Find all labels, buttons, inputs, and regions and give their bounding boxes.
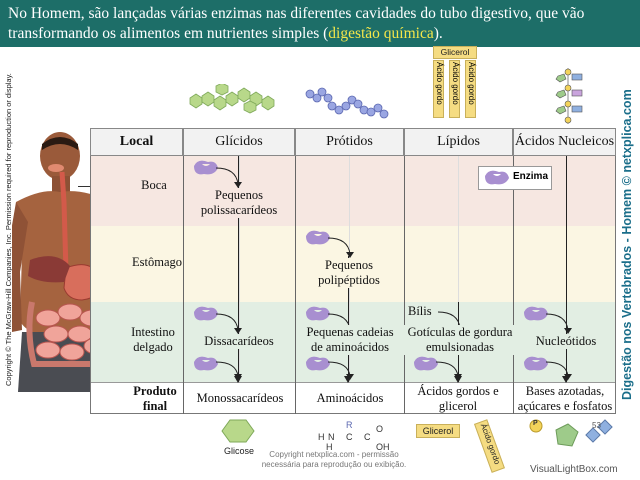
curved-arrow <box>215 361 242 380</box>
grid-line <box>458 156 459 382</box>
enzyme-icon <box>306 306 330 321</box>
polysaccharide-chain-illustration <box>189 84 275 114</box>
top-fatty-acid-1 <box>433 60 444 118</box>
enzyme-icon <box>524 306 548 321</box>
enzyme-icon <box>414 356 438 371</box>
header-protidos: Prótidos <box>295 128 404 156</box>
enzyme-legend-label: Enzima <box>513 171 549 182</box>
glucose-hexagon-icon <box>221 419 255 443</box>
top-fatty-acid-3 <box>465 60 476 118</box>
amino-h: H <box>318 432 325 442</box>
header-text-end: ). <box>433 25 443 42</box>
cell-pequenas-cadeias: Pequenas cadeias de aminoácidos <box>298 325 402 355</box>
header-text: No Homem, são lançadas várias enzimas na… <box>8 5 585 42</box>
row-label-boca: Boca <box>141 178 167 192</box>
bottom-fatty-acid-label: Ácido gordo <box>478 422 502 466</box>
col-divider-1 <box>183 156 184 414</box>
flow-line-nucleicos <box>566 156 567 382</box>
enzyme-icon <box>194 306 218 321</box>
grid-line <box>239 156 240 382</box>
protein-chain-illustration <box>305 87 389 119</box>
row-label-intestino: Intestino delgado <box>131 325 175 354</box>
cell-goticulas: Gotículas de gordura emulsionadas <box>404 325 516 355</box>
top-fatty-acid-2 <box>449 60 460 118</box>
header-highlight: digestão química <box>328 25 434 42</box>
curved-arrow <box>435 361 462 380</box>
header-banner: No Homem, são lançadas várias enzimas na… <box>0 0 640 47</box>
site-credit-vertical: Digestão nos Vertebrados - Homem © netxp… <box>620 89 634 400</box>
watermark-copyright: Copyright netxplica.com - permissão nece… <box>261 450 407 469</box>
enzyme-icon <box>306 230 330 245</box>
header-acidos-nucleicos: Ácidos Nucleicos <box>513 128 616 156</box>
visuallightbox-credit: VisualLightBox.com <box>530 464 618 475</box>
row-label-produto: Produto final <box>133 384 177 413</box>
flow-line-protidos <box>348 256 349 382</box>
amino-c: C <box>346 432 353 442</box>
product-aminoacidos: Aminoácidos <box>316 391 384 405</box>
product-bases: Bases azotadas, açúcares e fosfatos <box>517 384 613 413</box>
enzyme-icon <box>194 160 218 175</box>
curved-arrow <box>545 313 572 334</box>
top-fatty-acid-label-2: Ácido gordo <box>451 62 460 105</box>
cell-pequenos-polipeptidos: Pequenos polipéptidos <box>300 258 398 288</box>
arrowhead <box>344 376 352 383</box>
header-lipidos: Lípidos <box>404 128 513 156</box>
nucleotide-components-icon <box>529 419 613 447</box>
curved-arrow <box>545 361 572 380</box>
bottom-fatty-acid-box: Ácido gordo <box>474 419 505 473</box>
product-acidos-gordos-glicerol: Ácidos gordos e glicerol <box>417 384 499 413</box>
enzyme-legend-icon <box>485 170 509 185</box>
curved-arrow <box>327 361 354 380</box>
curved-arrow <box>215 313 242 334</box>
cell-bilis: Bílis <box>408 304 436 319</box>
bottom-glicerol-box: Glicerol <box>416 424 460 438</box>
nucleic-acid-illustration <box>555 68 583 124</box>
enzyme-icon <box>524 356 548 371</box>
product-monossacarideos: Monossacarídeos <box>196 391 284 405</box>
top-fatty-acid-label-1: Ácido gordo <box>435 62 444 105</box>
col-divider-3 <box>404 156 405 414</box>
curved-arrow <box>327 237 354 258</box>
row-band-produto <box>90 382 616 415</box>
enzyme-icon <box>194 356 218 371</box>
amino-c2: C <box>364 432 371 442</box>
arrowhead <box>562 376 570 383</box>
header-glicidos: Glícidos <box>183 128 295 156</box>
page-number: 53 <box>592 421 601 430</box>
phosphate-p-label: P <box>533 420 538 427</box>
flow-line-glicidos <box>238 156 239 382</box>
col-divider-2 <box>295 156 296 414</box>
cell-nucleotidos: Nucleótidos <box>532 334 600 349</box>
amino-oh: OH <box>376 442 390 452</box>
top-glicerol-box: Glicerol <box>433 46 477 59</box>
amino-r: R <box>346 420 353 430</box>
cell-dissacarideos: Dissacarídeos <box>195 334 283 349</box>
enzyme-legend: Enzima <box>478 166 552 190</box>
curved-arrow <box>215 167 242 188</box>
enzyme-icon <box>306 356 330 371</box>
glicose-label: Glicose <box>224 446 255 456</box>
col-divider-4 <box>513 156 514 414</box>
row-label-estomago: Estômago <box>132 255 182 269</box>
amino-h2: H <box>326 442 333 452</box>
cell-pequenos-polissacarideos: Pequenos polissacarídeos <box>190 188 288 218</box>
amino-n: N <box>328 432 335 442</box>
amino-acid-structure: R H N C C O OH H <box>318 420 398 454</box>
top-fatty-acid-label-3: Ácido gordo <box>467 62 476 105</box>
header-local: Local <box>90 128 183 156</box>
amino-o: O <box>376 424 384 434</box>
